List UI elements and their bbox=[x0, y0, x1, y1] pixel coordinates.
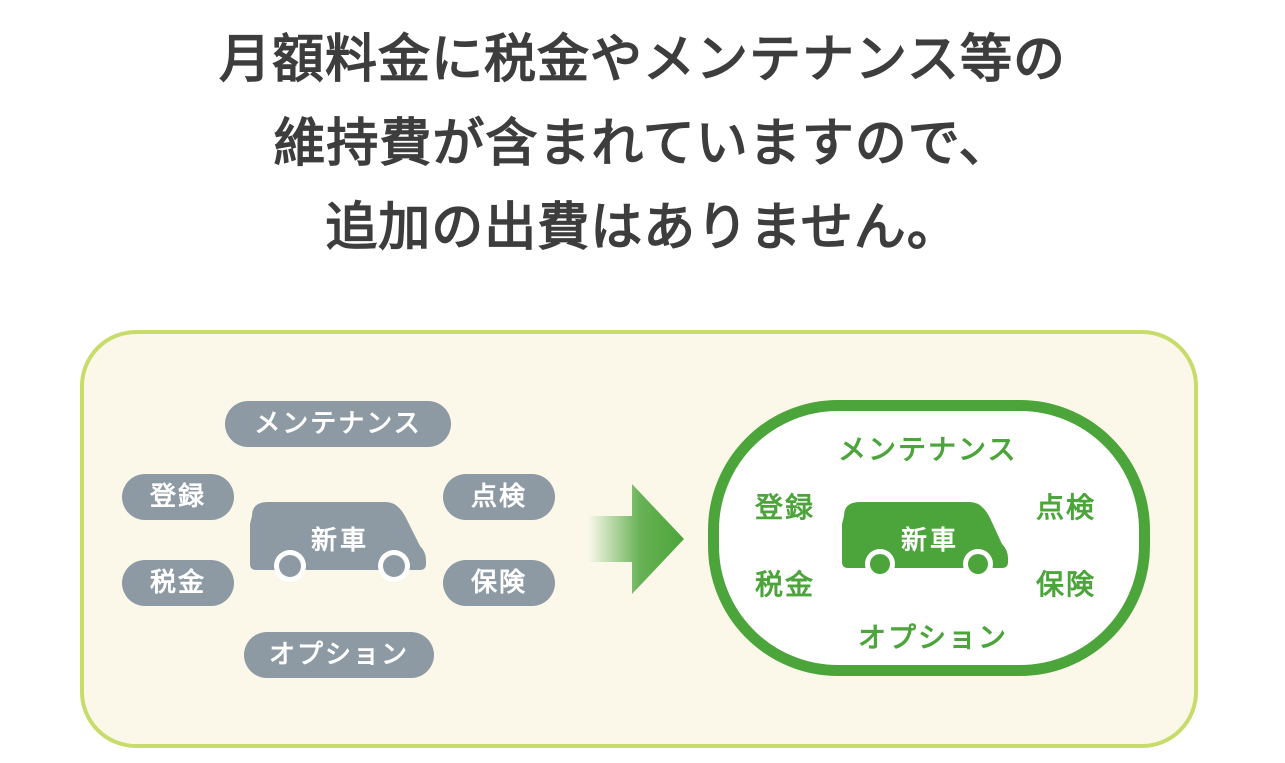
pill-insurance: 保険 bbox=[443, 560, 555, 606]
included-oval bbox=[708, 400, 1150, 676]
headline-line-3: 追加の出費はありません。 bbox=[325, 198, 960, 258]
pill-option: オプション bbox=[244, 632, 434, 678]
car-icon bbox=[842, 502, 1008, 579]
headline-line-2: 維持費が含まれていますので、 bbox=[273, 114, 1012, 174]
arrow-right-icon bbox=[588, 484, 684, 594]
label-option: オプション bbox=[858, 621, 1009, 654]
label-insurance: 保険 bbox=[1036, 568, 1097, 601]
headline: 月額料金に税金やメンテナンス等の 維持費が含まれていますので、 追加の出費はあり… bbox=[0, 18, 1285, 270]
label-inspection: 点検 bbox=[1036, 491, 1097, 524]
label-registration: 登録 bbox=[755, 491, 816, 524]
pill-tax: 税金 bbox=[122, 560, 234, 606]
pill-registration: 登録 bbox=[122, 474, 234, 520]
car-label-before: 新車 bbox=[310, 526, 369, 556]
car-icon bbox=[250, 502, 426, 582]
pill-maintenance: メンテナンス bbox=[225, 401, 451, 447]
car-label-after: 新車 bbox=[900, 526, 959, 556]
headline-line-1: 月額料金に税金やメンテナンス等の bbox=[219, 30, 1066, 90]
label-maintenance: メンテナンス bbox=[838, 433, 1018, 466]
label-tax: 税金 bbox=[755, 568, 816, 601]
pill-inspection: 点検 bbox=[443, 474, 555, 520]
